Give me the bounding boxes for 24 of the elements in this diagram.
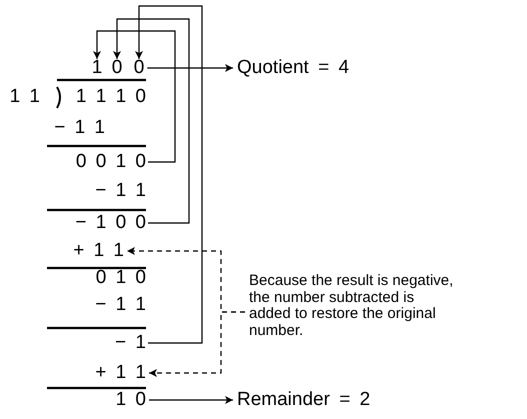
arrow: [135, 5, 203, 344]
digit-row: 1 0: [116, 390, 146, 410]
digit-row: 0 0 1 0: [76, 152, 146, 172]
digit-row: 1 1 1 0: [76, 87, 146, 107]
digit-row: − 1 1: [54, 118, 105, 138]
dashed-arrow: [149, 311, 245, 377]
digit-row: 0: [112, 58, 122, 78]
digit-row: 0: [134, 58, 144, 78]
digit-row: − 1: [115, 333, 146, 353]
note-text: Because the result is negative, the number subtracted is added to restore the original number.: [249, 273, 454, 339]
digit-row: 0 1 0: [96, 268, 146, 288]
digit-row: + 1 1: [73, 241, 124, 261]
arrow: [149, 396, 233, 404]
arrow: [93, 30, 176, 163]
arrow: [147, 64, 233, 72]
result-text: Remainder = 2: [237, 390, 370, 410]
digit-row: 1: [92, 58, 102, 78]
result-text: Quotient = 4: [237, 58, 350, 78]
digit-row: − 1 1: [95, 295, 146, 315]
digit-row: 1 1: [10, 87, 40, 107]
digit-row: − 1 1: [95, 181, 146, 201]
arrow: [113, 18, 190, 224]
digit-row: + 1 1: [95, 363, 146, 383]
digit-row: − 1 0 0: [75, 213, 146, 233]
